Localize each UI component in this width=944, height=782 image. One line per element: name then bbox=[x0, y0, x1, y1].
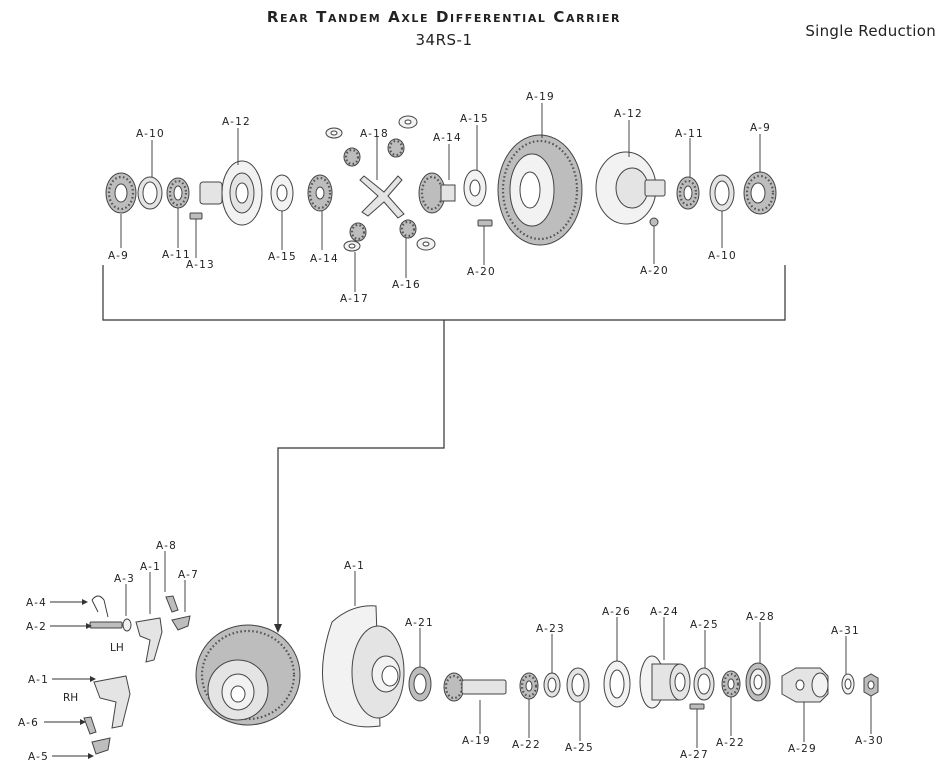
differential-assembly bbox=[195, 624, 301, 726]
side-gear-left bbox=[307, 174, 333, 212]
callout-a7: A-7 bbox=[178, 569, 199, 581]
adjuster-lock-bottom bbox=[91, 737, 111, 755]
drive-pinion bbox=[443, 672, 507, 702]
bearing-cap-lh bbox=[135, 617, 163, 663]
callout-a26: A-26 bbox=[602, 606, 631, 618]
callout-a8: A-8 bbox=[156, 540, 177, 552]
diff-case-half-right bbox=[595, 151, 666, 225]
bearing-cone-left bbox=[105, 172, 137, 214]
side-gear-right bbox=[418, 172, 456, 214]
callout-top-a11-left: A-11 bbox=[162, 249, 191, 261]
callout-top-a20-left: A-20 bbox=[467, 266, 496, 278]
callout-a1-rh: A-1 bbox=[28, 674, 49, 686]
callout-a22-left: A-22 bbox=[512, 739, 541, 751]
side-label-lh: LH bbox=[110, 642, 124, 654]
callout-top-a14-left: A-14 bbox=[310, 253, 339, 265]
callout-a25-bottom: A-25 bbox=[565, 742, 594, 754]
callout-top-a13: A-13 bbox=[186, 259, 215, 271]
callout-a1-lh: A-1 bbox=[140, 561, 161, 573]
bearing-cup-right bbox=[709, 174, 735, 212]
pinion-bearing-cup bbox=[408, 666, 432, 702]
pinion-gears bbox=[325, 115, 436, 252]
bolt-top-left bbox=[477, 219, 493, 227]
callout-top-a16: A-16 bbox=[392, 279, 421, 291]
callout-top-a19: A-19 bbox=[526, 91, 555, 103]
bolt-top-right bbox=[649, 217, 659, 227]
pinion-spacer bbox=[543, 672, 561, 698]
callout-a25-top: A-25 bbox=[690, 619, 719, 631]
lock-pin-top bbox=[165, 595, 179, 613]
companion-yoke bbox=[781, 667, 829, 703]
bottom-assembly bbox=[83, 595, 879, 755]
top-assembly bbox=[105, 115, 777, 252]
pinion-nut bbox=[863, 673, 879, 697]
callout-top-a12-right: A-12 bbox=[614, 108, 643, 120]
callout-top-a14-right: A-14 bbox=[433, 132, 462, 144]
callout-a4: A-4 bbox=[26, 597, 47, 609]
oil-seal bbox=[745, 662, 771, 702]
callout-top-a9-left: A-9 bbox=[108, 250, 129, 262]
bolt-small bbox=[189, 212, 203, 220]
callout-top-a11-right: A-11 bbox=[675, 128, 704, 140]
shim-pack bbox=[603, 660, 631, 708]
callout-top-a18: A-18 bbox=[360, 128, 389, 140]
bearing-cup-left bbox=[137, 176, 163, 210]
thrust-washer-left bbox=[270, 174, 294, 212]
yoke-washer bbox=[841, 673, 855, 695]
bearing-cap-rh bbox=[93, 675, 131, 729]
lock-pin-bottom bbox=[83, 716, 97, 735]
bearing-cone-right bbox=[743, 171, 777, 215]
pinion-bearing-cone-inner bbox=[519, 672, 539, 700]
side-label-rh: RH bbox=[63, 692, 78, 704]
cage-bolt bbox=[689, 703, 705, 710]
callout-a29: A-29 bbox=[788, 743, 817, 755]
callout-a2: A-2 bbox=[26, 621, 47, 633]
callout-top-a10: A-10 bbox=[136, 128, 165, 140]
model-number: 34RS-1 bbox=[415, 31, 473, 49]
callout-a22-right: A-22 bbox=[716, 737, 745, 749]
callout-a27: A-27 bbox=[680, 749, 709, 761]
carrier-housing bbox=[321, 605, 405, 728]
bearing-cone-small-right bbox=[676, 176, 700, 210]
spider-cross bbox=[359, 175, 405, 219]
callout-top-a10-right: A-10 bbox=[708, 250, 737, 262]
callout-a23: A-23 bbox=[536, 623, 565, 635]
pinion-bearing-cup-inner bbox=[566, 667, 590, 703]
callout-top-a9-right: A-9 bbox=[750, 122, 771, 134]
callout-a24: A-24 bbox=[650, 606, 679, 618]
callout-a6: A-6 bbox=[18, 717, 39, 729]
diagram-title: Rear Tandem Axle Differential Carrier bbox=[266, 8, 622, 26]
cap-bolt bbox=[89, 618, 132, 632]
thrust-washer-right bbox=[463, 169, 487, 207]
variant-label: Single Reduction bbox=[805, 22, 936, 40]
connector-arrow bbox=[274, 624, 282, 633]
cotter-clip bbox=[91, 595, 109, 618]
callout-top-a12: A-12 bbox=[222, 116, 251, 128]
bottom-leaders bbox=[44, 551, 872, 759]
callout-a19-pinion: A-19 bbox=[462, 735, 491, 747]
diff-case-half-left bbox=[199, 160, 263, 226]
ring-gear-top bbox=[497, 134, 583, 246]
callout-top-a20-right: A-20 bbox=[640, 265, 669, 277]
pinion-bearing-cup-outer bbox=[693, 667, 715, 701]
callout-a21: A-21 bbox=[405, 617, 434, 629]
bearing-cone-small-left bbox=[166, 177, 190, 209]
pinion-cage bbox=[639, 655, 691, 709]
top-callouts: A-10 A-12 A-18 A-15 A-19 A-12 A-11 A-9 A… bbox=[108, 91, 771, 305]
bottom-callouts: A-8 A-1 A-3 A-7 A-4 A-2 A-1 A-6 A-5 A-1 … bbox=[18, 540, 884, 763]
callout-a5: A-5 bbox=[28, 751, 49, 763]
callout-top-a17: A-17 bbox=[340, 293, 369, 305]
adjuster-lock-top bbox=[171, 615, 191, 631]
callout-a30: A-30 bbox=[855, 735, 884, 747]
pinion-bearing-cone-outer bbox=[721, 670, 741, 698]
callout-a28: A-28 bbox=[746, 611, 775, 623]
bracket-connector bbox=[102, 265, 786, 630]
callout-a31: A-31 bbox=[831, 625, 860, 637]
callout-a1-housing: A-1 bbox=[344, 560, 365, 572]
top-leaders bbox=[120, 103, 761, 292]
callout-top-a15-left: A-15 bbox=[268, 251, 297, 263]
callout-a3: A-3 bbox=[114, 573, 135, 585]
callout-top-a15: A-15 bbox=[460, 113, 489, 125]
